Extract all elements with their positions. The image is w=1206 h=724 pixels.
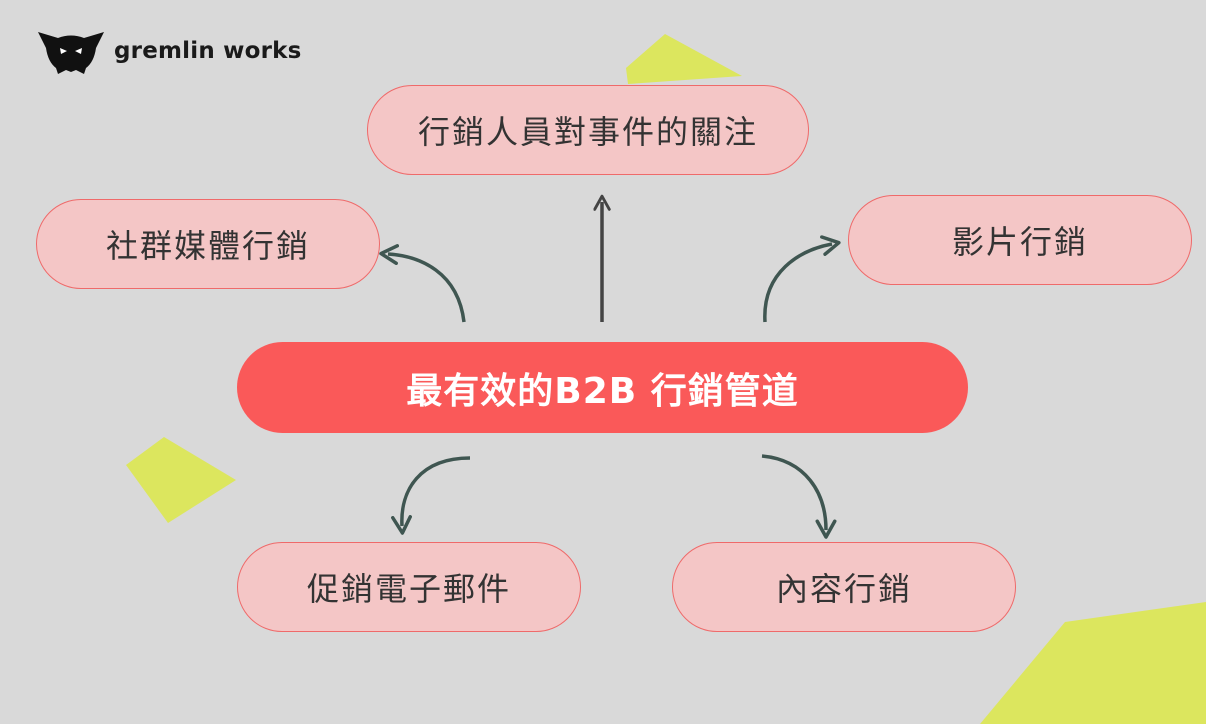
node-social-media: 社群媒體行銷 [36, 199, 380, 289]
arrow-to-email [391, 456, 471, 535]
node-email: 促銷電子郵件 [237, 542, 581, 632]
arrow-to-video [763, 235, 841, 323]
brand-name: gremlin works [114, 38, 302, 64]
center-node: 最有效的B2B 行銷管道 [237, 342, 968, 433]
brand-logo[interactable]: gremlin works [36, 28, 302, 74]
gremlin-cat-icon [38, 32, 104, 74]
arrow-to-content [761, 454, 837, 539]
node-video: 影片行銷 [848, 195, 1192, 285]
node-top: 行銷人員對事件的關注 [367, 85, 809, 175]
decorative-shape-bottom-right [980, 602, 1206, 724]
arrow-to-social [379, 244, 466, 323]
node-content: 內容行銷 [672, 542, 1016, 632]
decorative-shape-top [626, 34, 742, 84]
decorative-shape-left [126, 437, 236, 523]
